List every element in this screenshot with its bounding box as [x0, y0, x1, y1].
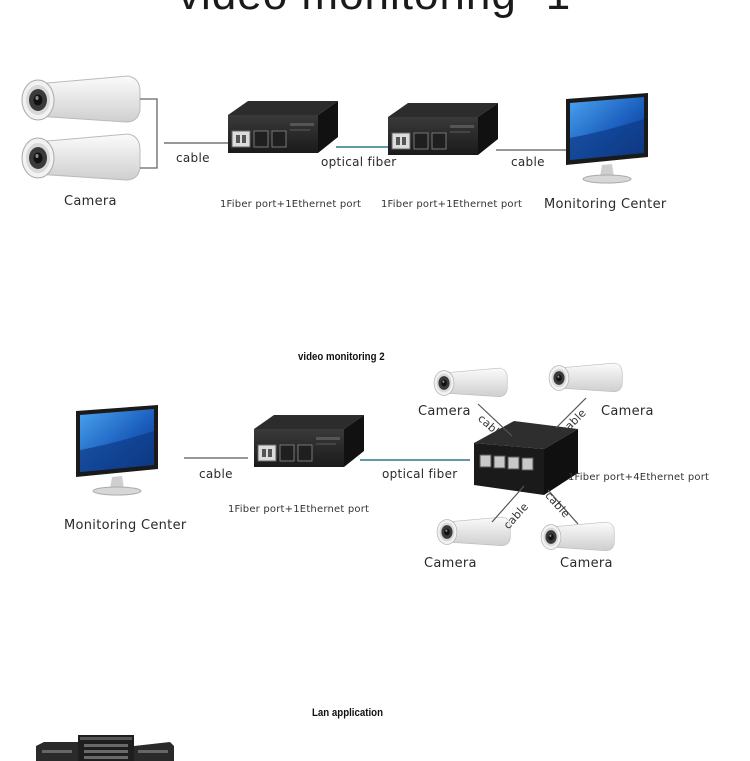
- section2-title: video monitoring 2: [298, 351, 385, 363]
- cable-line: [555, 397, 587, 429]
- switch-port-label: 1Fiber port+4Ethernet port: [568, 472, 710, 483]
- monitoring-center-label: Monitoring Center: [64, 518, 187, 533]
- port-label: 1Fiber port+1Ethernet port: [381, 199, 523, 210]
- camera-icon: [540, 521, 615, 551]
- monitor-icon: [75, 404, 159, 496]
- cable-line: [477, 403, 513, 437]
- cable-label: cable: [176, 151, 210, 165]
- camera-icon: [548, 362, 623, 392]
- camera-label: Camera: [418, 404, 471, 419]
- monitor-icon: [565, 92, 649, 184]
- camera-label: Camera: [424, 556, 477, 571]
- camera-label: Camera: [560, 556, 613, 571]
- cable-label: cable: [199, 467, 233, 481]
- camera-icon: [433, 367, 508, 397]
- port-label: 1Fiber port+1Ethernet port: [228, 504, 370, 515]
- media-converter-icon: [387, 102, 499, 156]
- camera-bracket: [140, 98, 158, 169]
- cable-line: [491, 485, 525, 523]
- switch-icon: [474, 421, 578, 495]
- camera-icon: [436, 516, 511, 546]
- port-label: 1Fiber port+1Ethernet port: [220, 199, 362, 210]
- server-icon: [36, 735, 174, 761]
- camera-label: Camera: [64, 194, 117, 209]
- section1-title: video monitoring -1: [178, 0, 571, 20]
- optical-fiber-label: optical fiber: [382, 467, 458, 481]
- cable-label: cable: [511, 155, 545, 169]
- section3-title: Lan application: [312, 707, 384, 719]
- camera-icon: [21, 133, 141, 181]
- camera-label: Camera: [601, 404, 654, 419]
- optical-fiber-label: optical fiber: [321, 155, 397, 169]
- media-converter-icon: [227, 100, 339, 154]
- media-converter-icon: [253, 414, 365, 468]
- camera-icon: [21, 75, 141, 123]
- cable-line: [547, 489, 579, 525]
- monitoring-center-label: Monitoring Center: [544, 197, 667, 212]
